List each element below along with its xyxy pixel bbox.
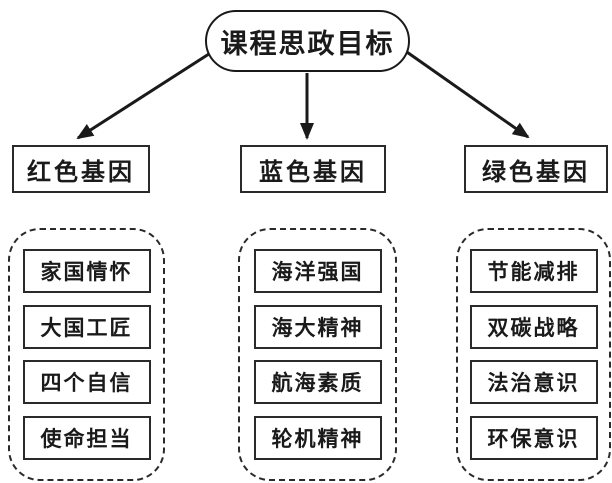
item-box: 环保意识 bbox=[469, 415, 598, 460]
item-box: 海洋强国 bbox=[253, 249, 382, 294]
arrow-root-to-red bbox=[76, 50, 213, 140]
item-box: 使命担当 bbox=[22, 415, 151, 460]
item-box: 大国工匠 bbox=[22, 304, 151, 349]
group-blue-gene-items: 海洋强国 海大精神 航海素质 轮机精神 bbox=[238, 228, 397, 481]
group-red-gene-items: 家国情怀 大国工匠 四个自信 使命担当 bbox=[8, 228, 165, 481]
item-box: 家国情怀 bbox=[22, 249, 151, 294]
item-box: 四个自信 bbox=[22, 360, 151, 405]
root-node-course-ideology-goal: 课程思政目标 bbox=[205, 10, 410, 72]
item-box: 双碳战略 bbox=[469, 304, 598, 349]
item-box: 海大精神 bbox=[253, 304, 382, 349]
arrow-root-to-green bbox=[403, 48, 530, 139]
item-box: 轮机精神 bbox=[253, 415, 382, 460]
category-box-blue-gene: 蓝色基因 bbox=[240, 145, 386, 193]
group-green-gene-items: 节能减排 双碳战略 法治意识 环保意识 bbox=[456, 228, 611, 481]
item-box: 法治意识 bbox=[469, 360, 598, 405]
item-box: 节能减排 bbox=[469, 249, 598, 294]
item-box: 航海素质 bbox=[253, 360, 382, 405]
category-box-green-gene: 绿色基因 bbox=[464, 145, 608, 193]
category-box-red-gene: 红色基因 bbox=[12, 145, 150, 193]
